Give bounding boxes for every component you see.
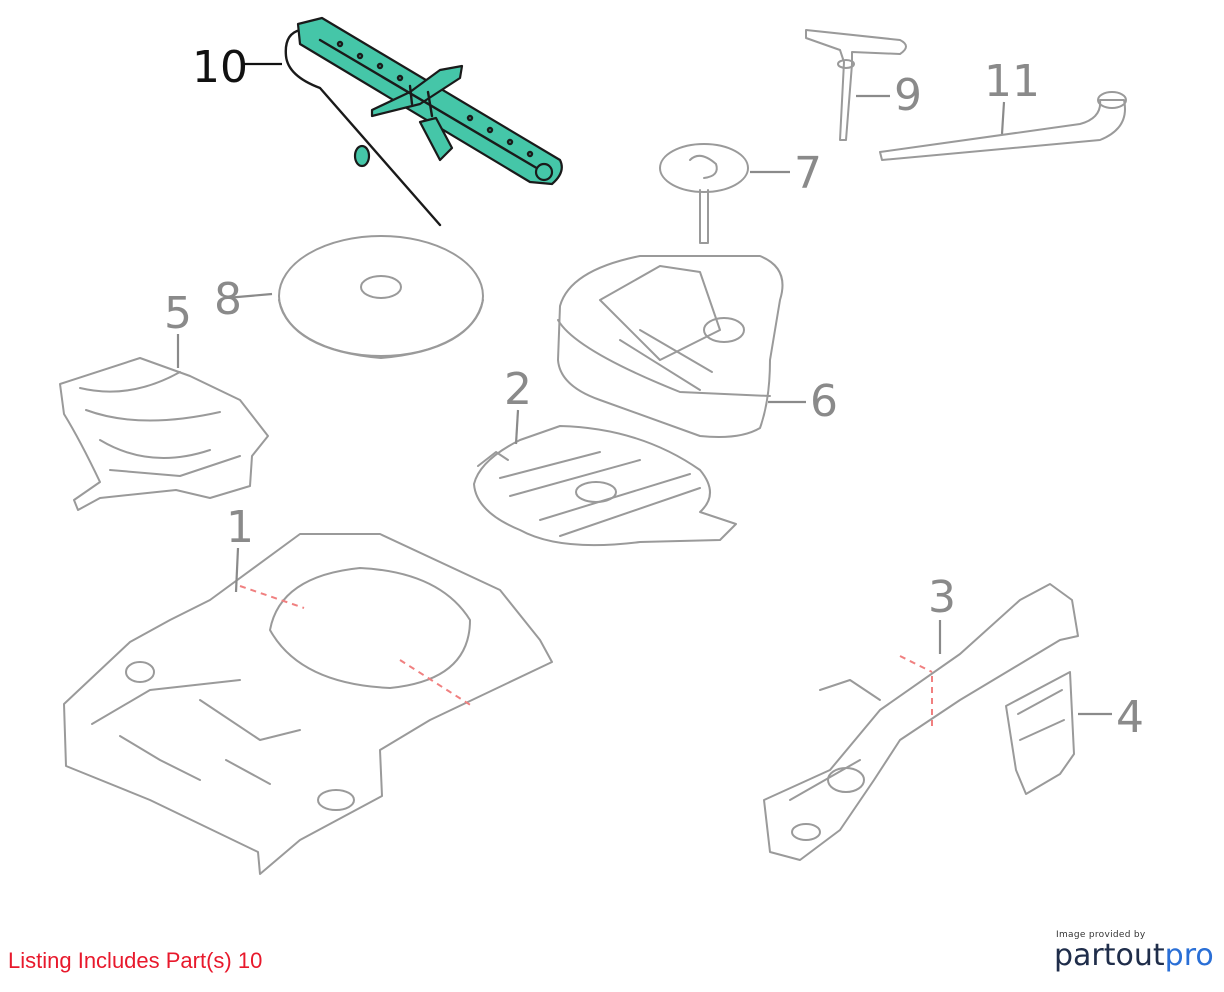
callout-3: 3 — [928, 572, 956, 623]
callout-6: 6 — [810, 376, 838, 427]
callout-arrows — [176, 62, 1112, 716]
part-4-rear-plate[interactable] — [1005, 671, 1075, 795]
callout-1: 1 — [226, 502, 254, 553]
callout-7: 7 — [794, 148, 822, 199]
part-8-cover-board[interactable] — [278, 235, 484, 359]
part-7-hold-down-bolt[interactable] — [659, 143, 749, 244]
part-3-frame-rail[interactable] — [763, 583, 1079, 861]
brand-part1: partout — [1054, 938, 1165, 973]
callout-5: 5 — [164, 288, 192, 339]
callout-4: 4 — [1116, 692, 1144, 743]
part-6-tire-tray[interactable] — [557, 255, 784, 438]
listing-includes-text: Listing Includes Part(s) 10 — [8, 948, 263, 973]
callout-11: 11 — [984, 56, 1040, 107]
callout-9: 9 — [894, 70, 922, 121]
callout-10: 10 — [192, 42, 248, 93]
callout-2: 2 — [504, 364, 532, 415]
partoutpro-logo: partoutpro — [1054, 938, 1214, 973]
part-5-side-bracket[interactable] — [59, 357, 269, 511]
part-10-scissor-jack[interactable] — [284, 16, 563, 227]
image-credit: Image provided by — [1056, 930, 1146, 940]
part-11-lug-wrench[interactable] — [879, 91, 1127, 161]
brand-part2: pro — [1164, 938, 1214, 973]
part-2-floor-panel[interactable] — [473, 425, 737, 547]
part-1-rear-floor-pan[interactable] — [63, 533, 553, 875]
part-9-wrench[interactable] — [805, 29, 907, 141]
callout-8: 8 — [214, 274, 242, 325]
